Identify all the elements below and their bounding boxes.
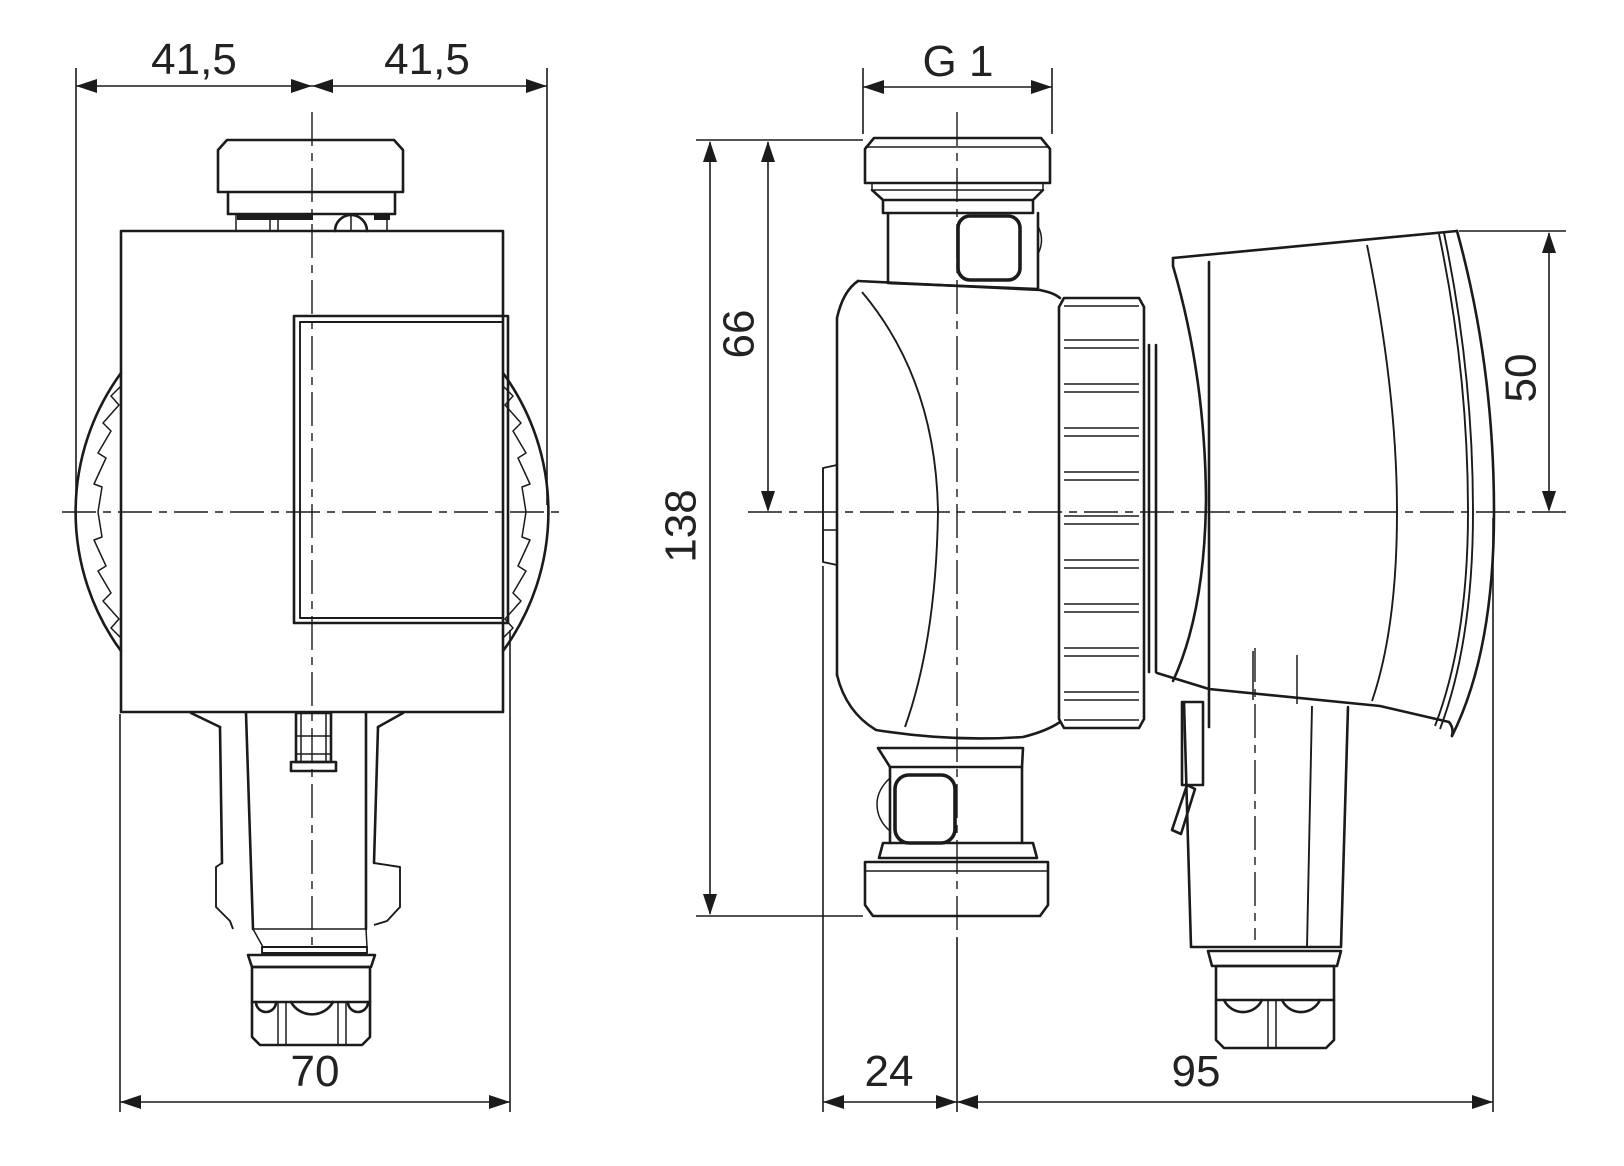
arrowhead-down [703, 894, 717, 915]
lower-housing-inner-walls [244, 711, 368, 931]
bleed-screw-base [289, 760, 338, 773]
plug-block-front [250, 965, 372, 1047]
lower-housing-wing-left [215, 862, 234, 930]
extension-lines [75, 68, 548, 505]
plug-block-side [1214, 964, 1336, 1050]
bottom-port-flange [877, 841, 1039, 860]
arrowhead-left [957, 1095, 978, 1109]
volute-front-face [835, 279, 860, 677]
flange-arc-left [74, 371, 123, 653]
plug-cell-dividers [277, 1002, 347, 1045]
flange-castellation-right [502, 385, 531, 639]
plug-cell-arcs [254, 1000, 370, 1016]
volute-contour-curve [861, 291, 939, 728]
terminal-box [1182, 700, 1350, 949]
volute-underside [835, 673, 1062, 740]
arrowhead-left [823, 1095, 844, 1109]
lower-housing-shoulders [189, 711, 405, 729]
dimension-motor-height: 50 [1459, 230, 1566, 512]
volute-front-tab [822, 464, 838, 566]
dim-label-half-width-left: 41,5 [151, 35, 237, 84]
dim-label-center-to-top: 50 [1497, 354, 1546, 403]
top-plug-seal-band-left [237, 214, 313, 220]
dim-label-axis-to-back: 95 [1172, 1047, 1221, 1096]
lower-housing-outer-walls [218, 725, 380, 865]
bottom-union-nut [863, 860, 1050, 918]
connector-mount-ticks [1252, 651, 1298, 704]
knurled-ring-outline [1057, 296, 1146, 730]
vent-screw-head [333, 213, 369, 233]
bottom-port-shoulder-band [876, 746, 1025, 769]
arrowhead-right [526, 79, 547, 93]
top-hex-flat-face [956, 214, 1022, 282]
arrowhead-down [1542, 491, 1556, 512]
front-view: 41,5 41,5 70 [62, 35, 560, 1112]
arrowhead-up [703, 141, 717, 162]
arrowhead-right [1031, 80, 1052, 94]
dimension-depths: 24 95 [822, 518, 1494, 1112]
lower-housing-neck [252, 928, 368, 948]
motor-bell-curve [1171, 256, 1208, 683]
arrowhead-left [76, 79, 97, 93]
dimension-front-top: 41,5 41,5 [75, 35, 548, 505]
arrowhead-left [120, 1095, 141, 1109]
arrowhead-right [1472, 1095, 1493, 1109]
arrowhead-right [489, 1095, 510, 1109]
dimension-front-bottom: 70 [119, 630, 511, 1112]
top-plug-detail-lines [235, 214, 388, 231]
flange-arc-right [501, 371, 550, 653]
dimension-heights: 138 66 [657, 139, 863, 917]
bleed-screw-detail [296, 713, 331, 762]
arrowhead-down [761, 491, 775, 512]
top-port-band [881, 198, 1035, 215]
extension-lines [862, 68, 1053, 134]
terminal-box-inner-line [1306, 705, 1313, 948]
dim-label-thread: G 1 [923, 37, 994, 86]
motor-back-outer-curve [1450, 229, 1496, 738]
plug-side-dividers [1267, 1000, 1277, 1048]
dim-label-total-height: 138 [657, 489, 706, 562]
motor-top-edge [1171, 229, 1459, 260]
arrowhead-up [1542, 232, 1556, 253]
bottom-hex-flat-face [893, 773, 957, 845]
knurl-groove-lines [1064, 305, 1139, 721]
dimension-thread: G 1 [862, 37, 1053, 134]
shell-bottom-lip [261, 946, 368, 954]
dim-label-half-width-right: 41,5 [384, 35, 470, 84]
arrowhead-left [312, 79, 333, 93]
arrowhead-right [291, 79, 312, 93]
volute-top-edge [856, 279, 1062, 300]
flange-castellation-left [93, 385, 122, 639]
extension-lines [119, 630, 511, 1112]
arrowhead-left [863, 80, 884, 94]
cable-clamp-bracket [1180, 700, 1205, 787]
top-union-nut [863, 136, 1052, 185]
arrowhead-right [936, 1095, 957, 1109]
arrowhead-up [761, 141, 775, 162]
top-plug-seal-band-right [374, 214, 390, 220]
top-union-nut-lines [865, 146, 1050, 191]
display-panel-inner [299, 321, 504, 619]
extension-lines [822, 518, 1494, 1112]
motor-back-inner-curve [1366, 244, 1398, 702]
lower-housing-wing-right [373, 862, 401, 926]
bottom-hex-corner-curve [876, 777, 891, 832]
top-nut-shoulders [870, 188, 1045, 202]
dim-label-port-to-center: 66 [715, 310, 764, 359]
dim-label-front-to-axis: 24 [865, 1047, 914, 1096]
plug-side-arcs [1222, 998, 1322, 1014]
cable-stub [1170, 783, 1197, 836]
connector-flange-side [1206, 949, 1343, 968]
motor-flange-plate [1147, 343, 1158, 674]
dim-label-total-width: 70 [291, 1047, 340, 1096]
motor-bottom-edge [1155, 671, 1454, 738]
side-view: G 1 138 66 50 [657, 37, 1568, 1112]
top-plug-cap [216, 138, 405, 194]
display-panel-outer [292, 314, 510, 625]
motor-back-seam-curves [1434, 232, 1474, 730]
connector-flange-front [246, 953, 377, 969]
top-hex-corner-curve [1037, 225, 1043, 255]
